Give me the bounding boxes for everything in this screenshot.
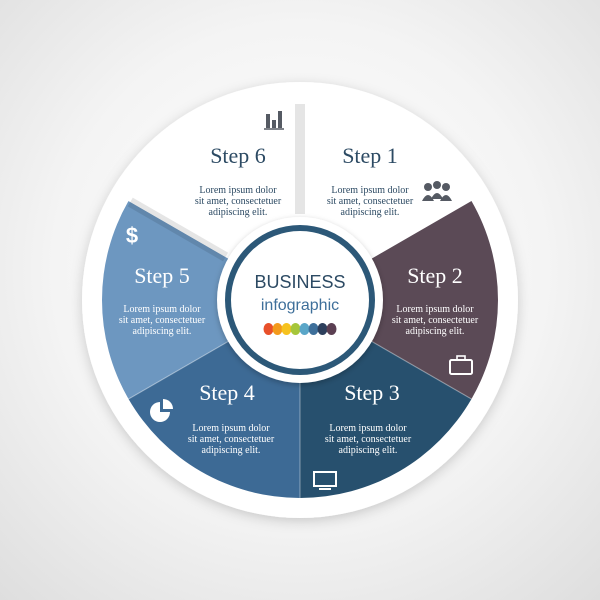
color-dots [263, 323, 337, 335]
step-3-text-line: Lorem ipsum dolor [329, 423, 407, 434]
color-dot [272, 323, 283, 335]
step-6-text-line: Lorem ipsum dolor [199, 185, 277, 196]
svg-text:$: $ [126, 223, 138, 248]
step-5-title: Step 5 [134, 263, 190, 288]
inner-ring-band [225, 225, 375, 375]
step-5-text-line: adipiscing elit. [133, 326, 192, 337]
bar-chart-icon [264, 111, 284, 130]
step-1-title: Step 1 [342, 143, 398, 168]
fold-shadow-2 [127, 197, 229, 262]
color-dot [263, 323, 274, 335]
color-dot [326, 323, 337, 335]
step-4-title: Step 4 [199, 380, 255, 405]
sector-step-6 [128, 102, 300, 259]
step-6-text-line: sit amet, consectetuer [195, 196, 282, 207]
color-dot [290, 323, 301, 335]
sector-step-4 [128, 341, 300, 498]
sector-step-5 [102, 201, 229, 399]
step-3-text-line: sit amet, consectetuer [325, 434, 412, 445]
color-dot [281, 323, 292, 335]
step-4-text-line: Lorem ipsum dolor [192, 423, 270, 434]
step-2-title: Step 2 [407, 263, 463, 288]
center-title: BUSINESS [254, 272, 345, 292]
sector-step-3 [300, 341, 472, 498]
step-3-title: Step 3 [344, 380, 400, 405]
step-2-text-line: sit amet, consectetuer [392, 315, 479, 326]
color-dot [308, 323, 319, 335]
monitor-icon [313, 471, 337, 490]
step-4-text-line: sit amet, consectetuer [188, 434, 275, 445]
step-5-text-line: sit amet, consectetuer [119, 315, 206, 326]
sector-divider-3 [128, 340, 230, 400]
step-3-text-line: adipiscing elit. [339, 445, 398, 456]
dividers-group [127, 104, 472, 498]
center-subtitle: infographic [261, 297, 339, 314]
step-1-text-line: adipiscing elit. [341, 207, 400, 218]
step-6-title: Step 6 [210, 143, 266, 168]
color-dot [317, 323, 328, 335]
step-2-text-line: Lorem ipsum dolor [396, 304, 474, 315]
step-6-text-line: adipiscing elit. [209, 207, 268, 218]
briefcase-icon [449, 355, 473, 375]
sector-step-2 [371, 201, 498, 399]
dollar-icon: $ [126, 223, 138, 248]
pie-chart-icon [150, 399, 173, 422]
people-icon [422, 181, 452, 201]
step-1-text-line: Lorem ipsum dolor [331, 185, 409, 196]
step-4-text-line: adipiscing elit. [202, 445, 261, 456]
sectors-group [102, 102, 498, 498]
step-2-text-line: adipiscing elit. [406, 326, 465, 337]
step-5-text-line: Lorem ipsum dolor [123, 304, 201, 315]
color-dot [299, 323, 310, 335]
sector-divider-1 [370, 340, 472, 400]
step-1-text-line: sit amet, consectetuer [327, 196, 414, 207]
sector-step-1 [300, 102, 472, 259]
